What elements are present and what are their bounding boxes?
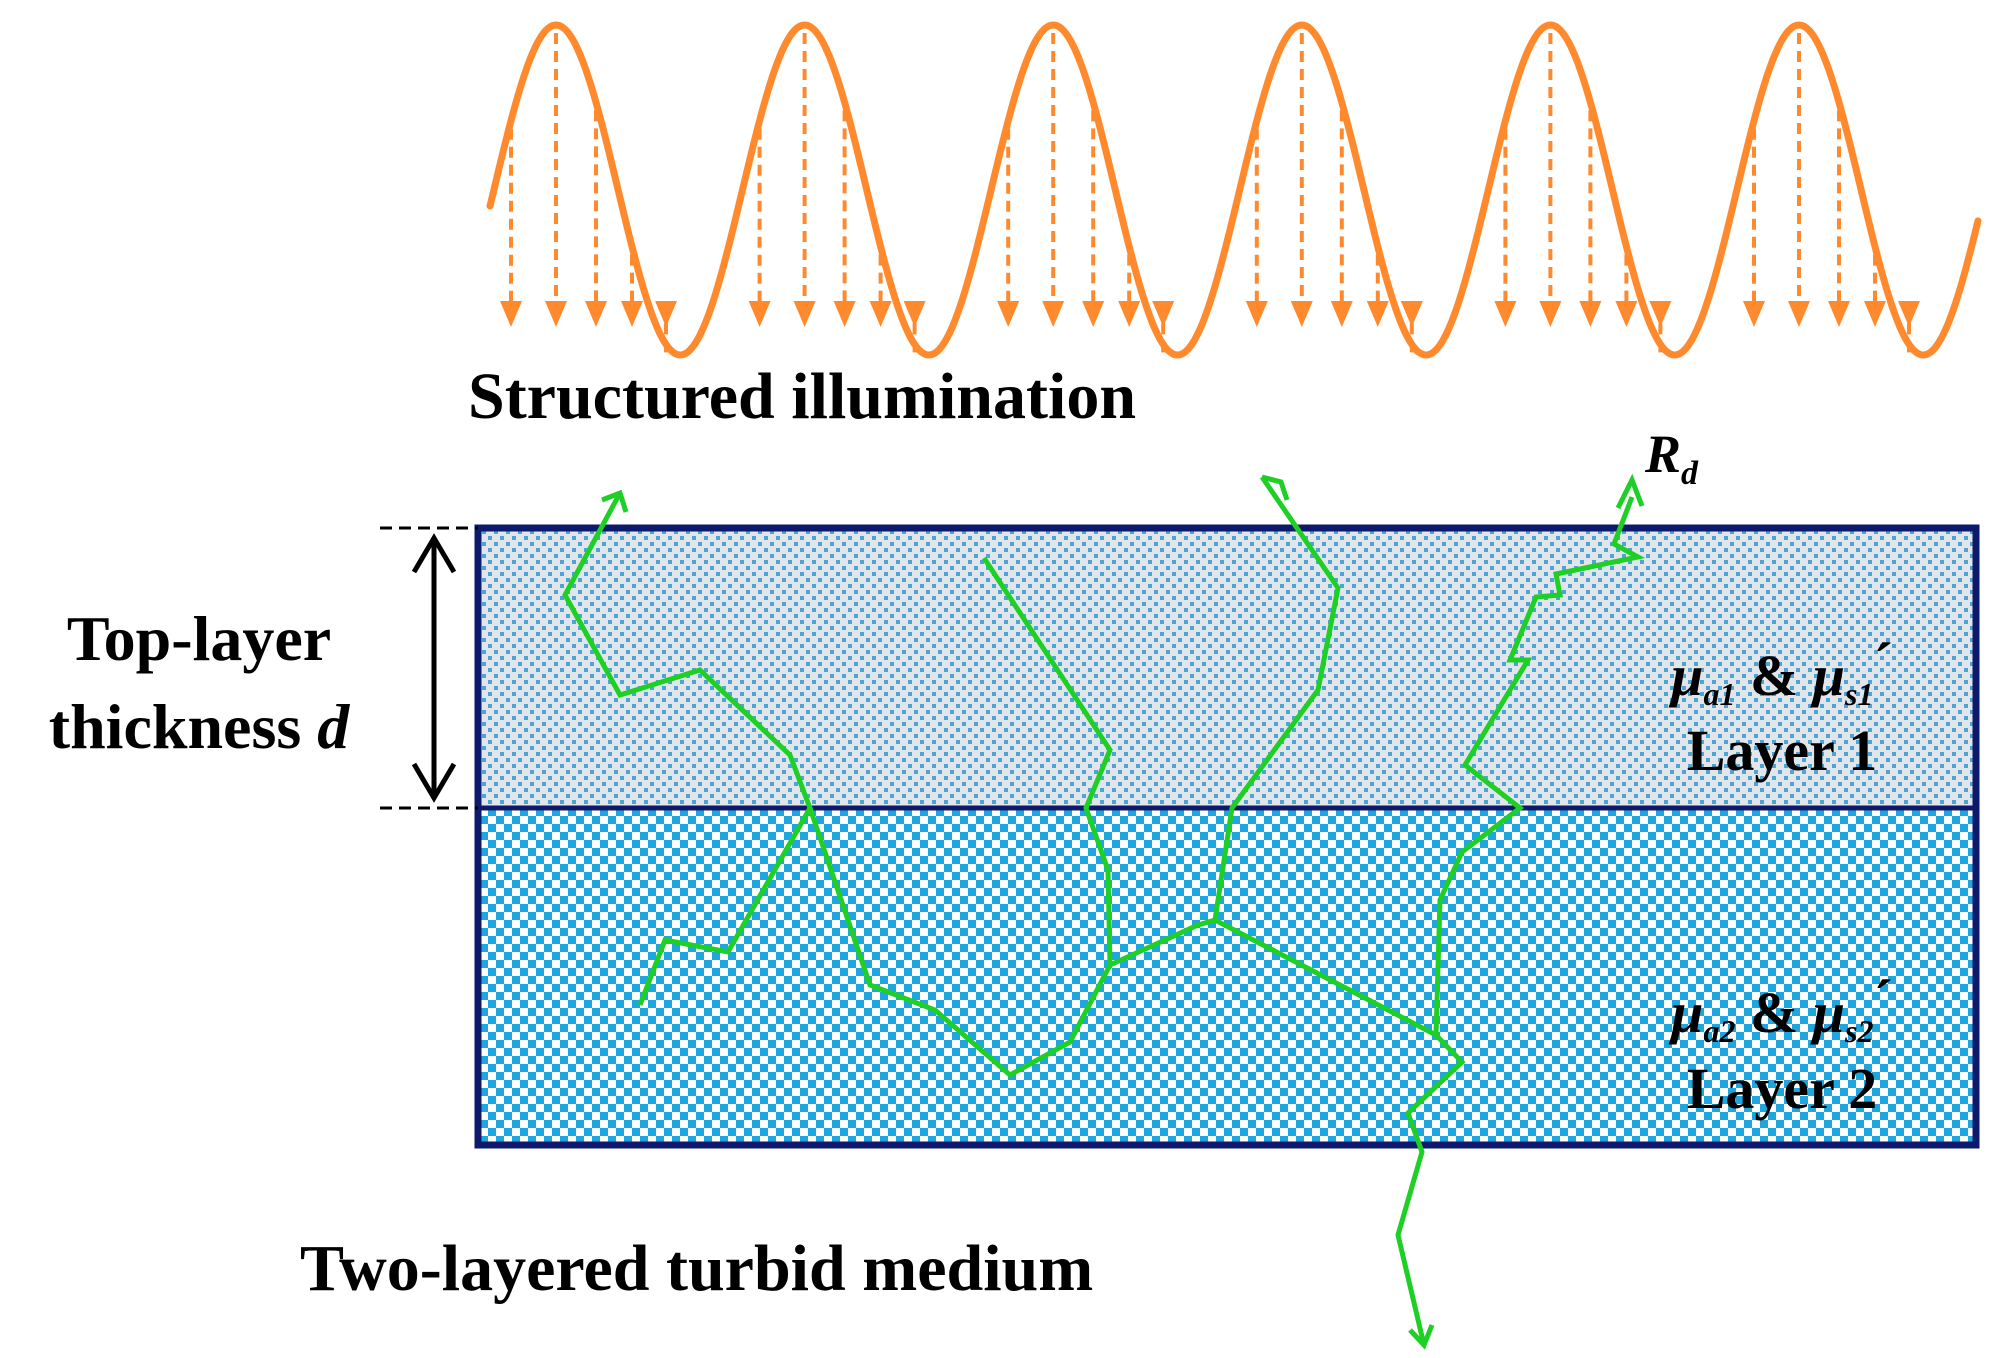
illumination-label: Structured illumination bbox=[468, 360, 1136, 433]
illumination-arrowhead bbox=[1615, 301, 1638, 327]
illumination-arrowhead bbox=[997, 301, 1020, 327]
illumination-sine-wave bbox=[486, 21, 1982, 359]
photon-path-1-arrowhead bbox=[601, 489, 629, 513]
layer2-mu-s-subscript: s2 bbox=[1844, 1013, 1873, 1049]
illumination-arrowhead bbox=[1245, 301, 1268, 327]
illumination-arrowhead bbox=[585, 301, 607, 327]
illumination-arrowhead bbox=[833, 301, 856, 327]
photon-path-5-arrowhead bbox=[1615, 473, 1645, 510]
layer1-mu-a-subscript: a1 bbox=[1703, 676, 1735, 712]
layer2-prime: ´ bbox=[1873, 968, 1892, 1033]
thickness-label-text: thickness bbox=[49, 691, 318, 762]
illumination-arrowhead bbox=[869, 301, 892, 327]
medium-label: Two-layered turbid medium bbox=[300, 1232, 1093, 1305]
thickness-indicator bbox=[380, 526, 478, 810]
layer2-mu-s: μ bbox=[1810, 980, 1845, 1045]
layer2-properties: μa2 & μs2´ bbox=[1668, 968, 1893, 1049]
illumination-arrowhead bbox=[500, 301, 522, 327]
illumination-arrowhead bbox=[1494, 301, 1517, 327]
illumination-arrowhead bbox=[1649, 301, 1672, 327]
structured-illumination bbox=[486, 21, 1982, 359]
illumination-arrowhead bbox=[545, 301, 567, 327]
illumination-arrowhead bbox=[1539, 301, 1562, 327]
illumination-arrowhead bbox=[1579, 301, 1602, 327]
layer1-mu-a: μ bbox=[1668, 643, 1703, 708]
layer1-properties: μa1 & μs1´ bbox=[1668, 631, 1893, 712]
medium-border bbox=[474, 524, 1980, 1149]
layer-1-region bbox=[478, 528, 1976, 808]
layer2-mu-a-subscript: a2 bbox=[1703, 1013, 1735, 1049]
illumination-arrowhead bbox=[748, 301, 771, 327]
illumination-arrowhead bbox=[1082, 301, 1105, 327]
thickness-label-line1: Top-layer bbox=[67, 603, 331, 674]
layer1-name: Layer 1 bbox=[1687, 718, 1878, 783]
layer1-prime: ´ bbox=[1873, 631, 1892, 696]
illumination-arrowhead bbox=[793, 301, 816, 327]
illumination-arrowhead bbox=[903, 301, 926, 327]
layer2-mu-a: μ bbox=[1668, 980, 1703, 1045]
illumination-arrowhead bbox=[1788, 301, 1810, 327]
photon-path-4-arrowhead bbox=[1408, 1324, 1435, 1350]
illumination-arrowhead bbox=[1828, 301, 1850, 327]
layer2-name: Layer 2 bbox=[1687, 1056, 1878, 1121]
reflectance-subscript: d bbox=[1681, 455, 1699, 492]
photon-path-1 bbox=[562, 491, 813, 1006]
illumination-arrowhead bbox=[1366, 301, 1389, 327]
illumination-arrowhead bbox=[621, 301, 643, 327]
layer-2-region bbox=[478, 808, 1976, 1145]
photon-path-2 bbox=[807, 556, 1113, 1079]
illumination-arrowhead bbox=[1152, 301, 1175, 327]
layer1-ampersand: & bbox=[1735, 643, 1812, 708]
photon-path-3 bbox=[1108, 475, 1341, 968]
illumination-arrowhead bbox=[1864, 301, 1886, 327]
reflectance-symbol: R bbox=[1644, 424, 1681, 484]
photon-path-3-arrowhead bbox=[1261, 474, 1290, 501]
thickness-arrowhead-top bbox=[411, 533, 457, 574]
thickness-arrowhead-bottom bbox=[411, 762, 457, 803]
illumination-arrowhead bbox=[1118, 301, 1141, 327]
illumination-arrowhead bbox=[1330, 301, 1353, 327]
illumination-arrowhead bbox=[1743, 301, 1765, 327]
layer2-ampersand: & bbox=[1735, 980, 1812, 1045]
illumination-arrowhead bbox=[655, 301, 677, 327]
illumination-arrowhead bbox=[1898, 301, 1920, 327]
thickness-label-line2: thickness d bbox=[49, 691, 351, 762]
photon-path-5 bbox=[1433, 496, 1646, 1036]
illumination-arrowhead bbox=[1290, 301, 1313, 327]
photon-paths bbox=[562, 473, 1646, 1350]
illumination-arrowhead bbox=[1400, 301, 1423, 327]
reflectance-label: Rd bbox=[1644, 424, 1699, 492]
illumination-arrowhead bbox=[1042, 301, 1065, 327]
layer1-mu-s-subscript: s1 bbox=[1844, 676, 1873, 712]
layer1-mu-s: μ bbox=[1810, 643, 1845, 708]
illumination-arrows bbox=[500, 33, 1920, 353]
thickness-variable: d bbox=[317, 691, 350, 762]
